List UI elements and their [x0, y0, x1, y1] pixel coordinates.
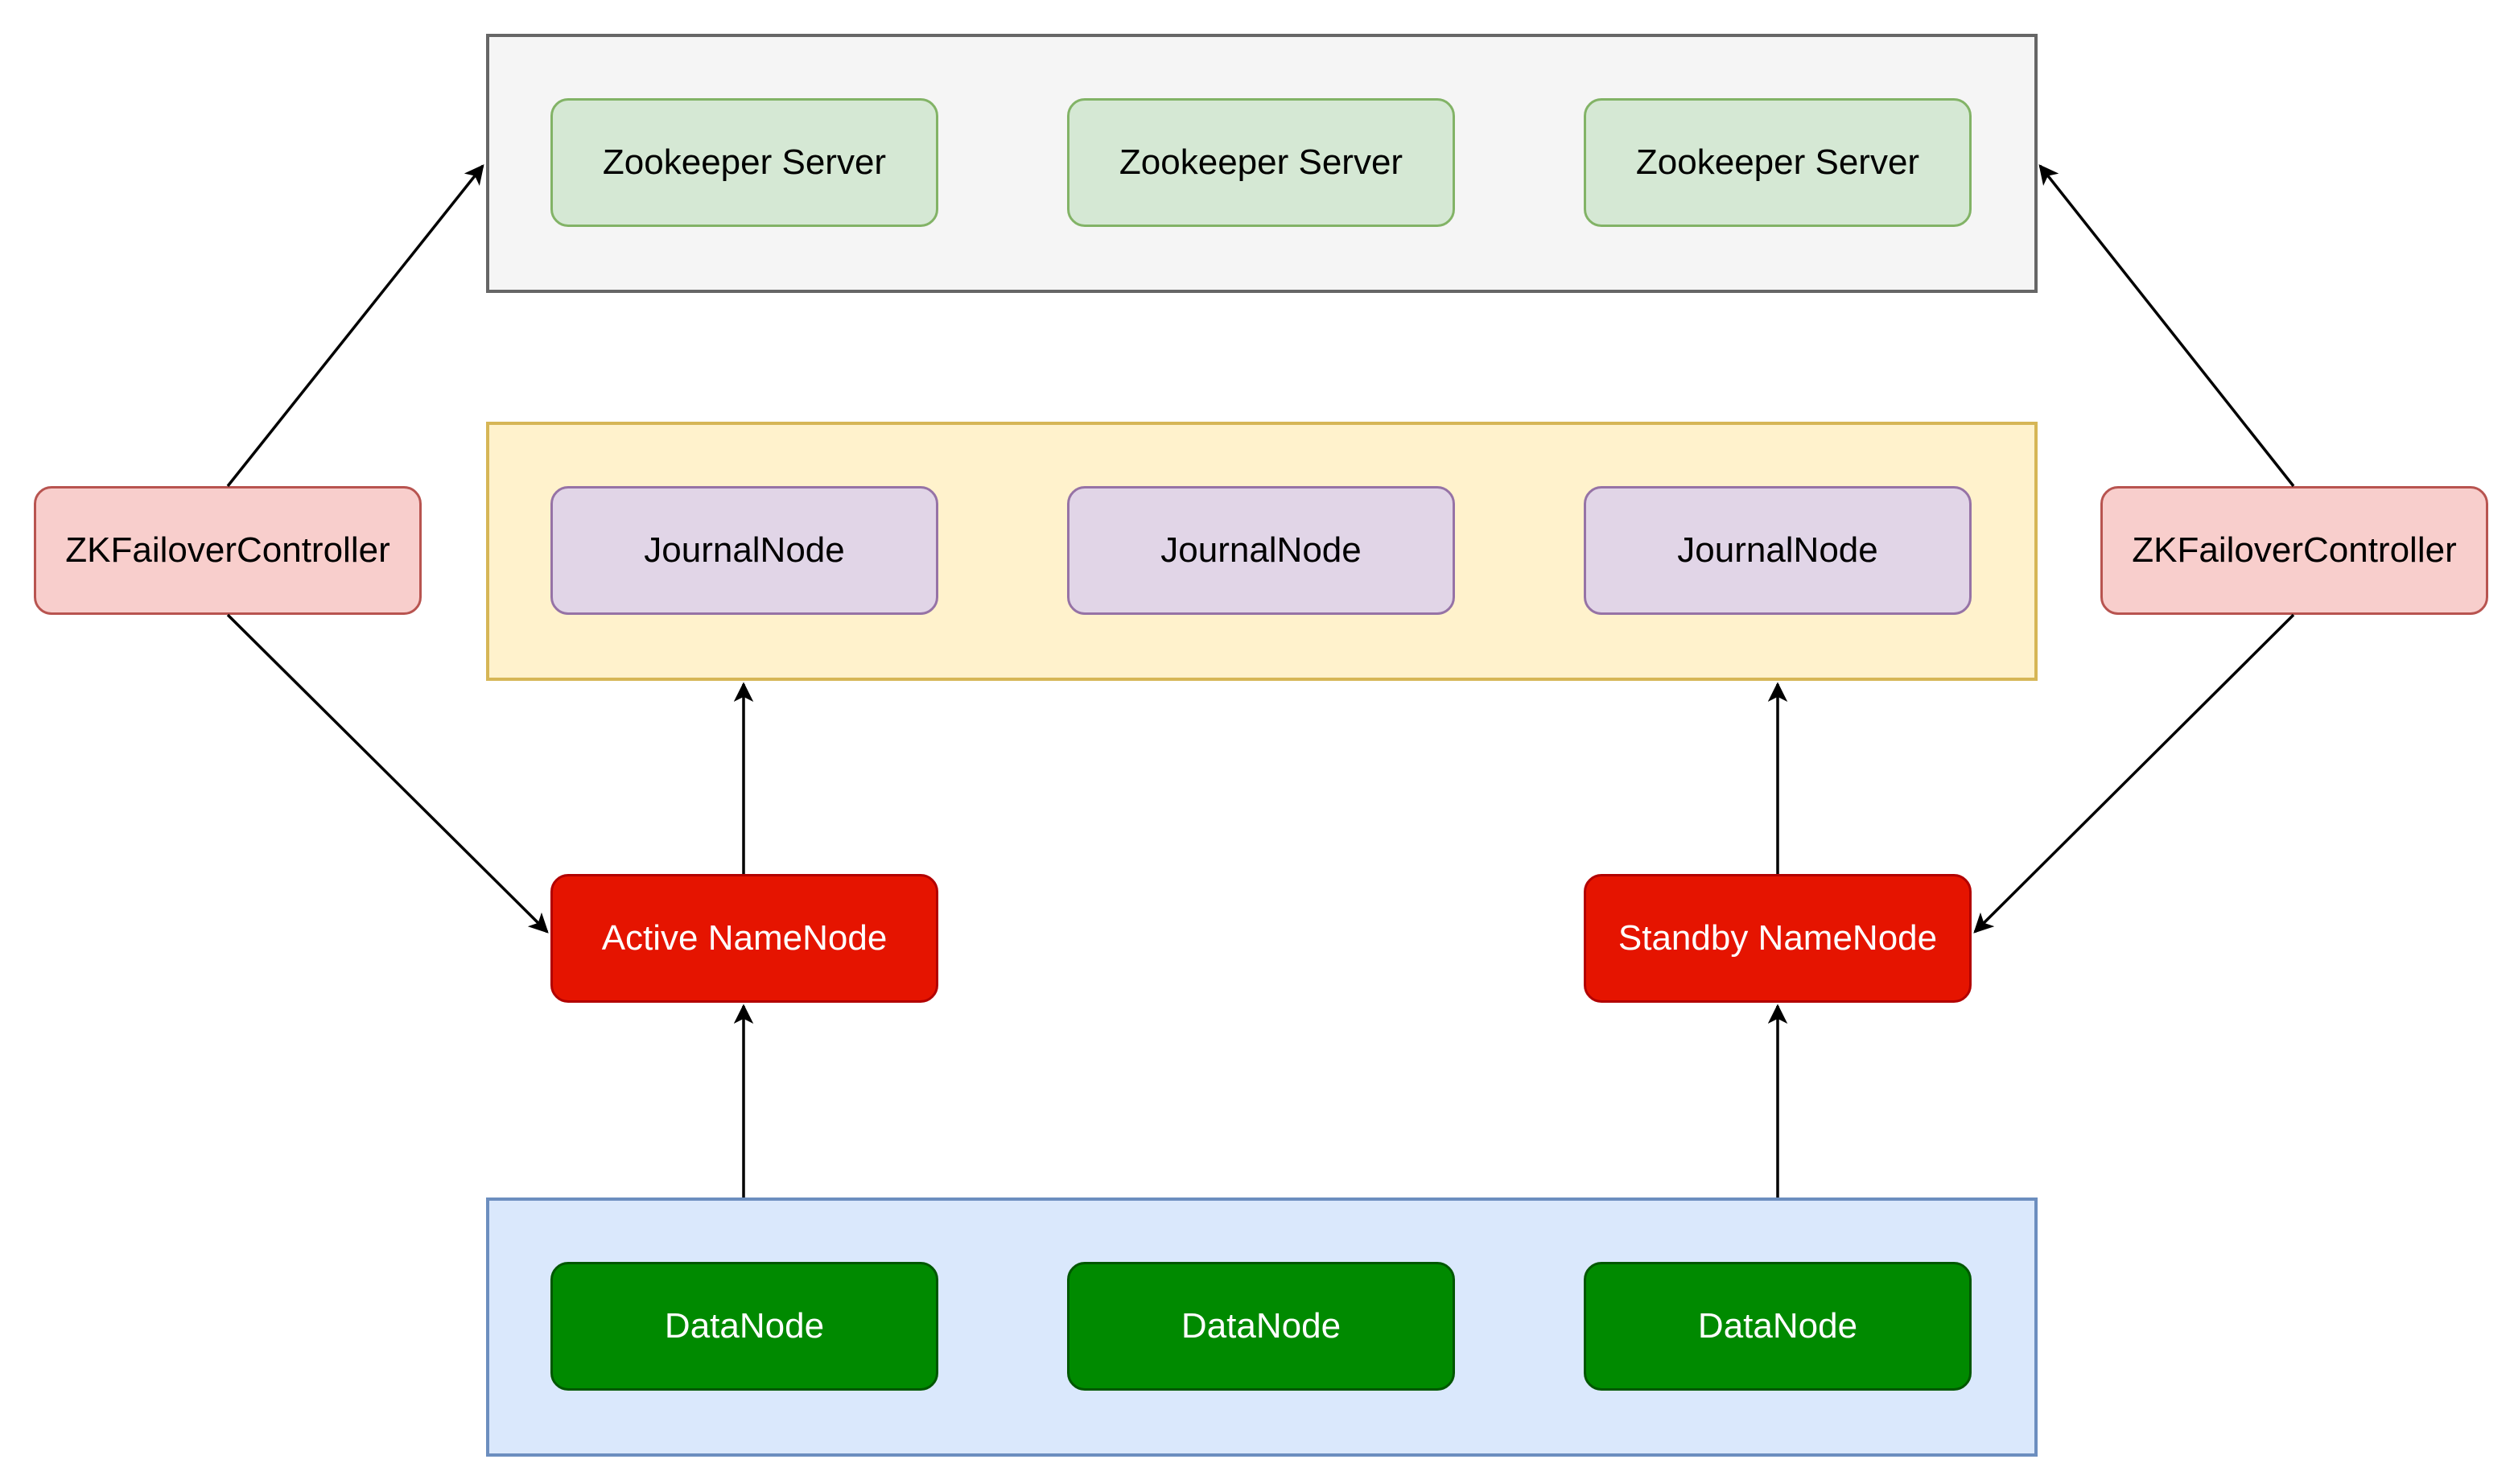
datanode-2[interactable]: DataNode — [1067, 1262, 1455, 1391]
journalnode-3[interactable]: JournalNode — [1584, 486, 1972, 615]
arrow-zkfc-right-to-zookeeper — [2038, 164, 2295, 488]
datanode-3[interactable]: DataNode — [1584, 1262, 1972, 1391]
zkfc-left[interactable]: ZKFailoverController — [34, 486, 422, 615]
active-namenode[interactable]: Active NameNode — [550, 874, 938, 1003]
datanode-1[interactable]: DataNode — [550, 1262, 938, 1391]
zookeeper-server-2[interactable]: Zookeeper Server — [1067, 98, 1455, 227]
zookeeper-server-1[interactable]: Zookeeper Server — [550, 98, 938, 227]
zookeeper-server-3[interactable]: Zookeeper Server — [1584, 98, 1972, 227]
arrow-zkfc-left-to-zookeeper — [226, 164, 484, 488]
standby-namenode[interactable]: Standby NameNode — [1584, 874, 1972, 1003]
journalnode-2[interactable]: JournalNode — [1067, 486, 1455, 615]
zkfc-right[interactable]: ZKFailoverController — [2100, 486, 2488, 615]
journalnode-1[interactable]: JournalNode — [550, 486, 938, 615]
